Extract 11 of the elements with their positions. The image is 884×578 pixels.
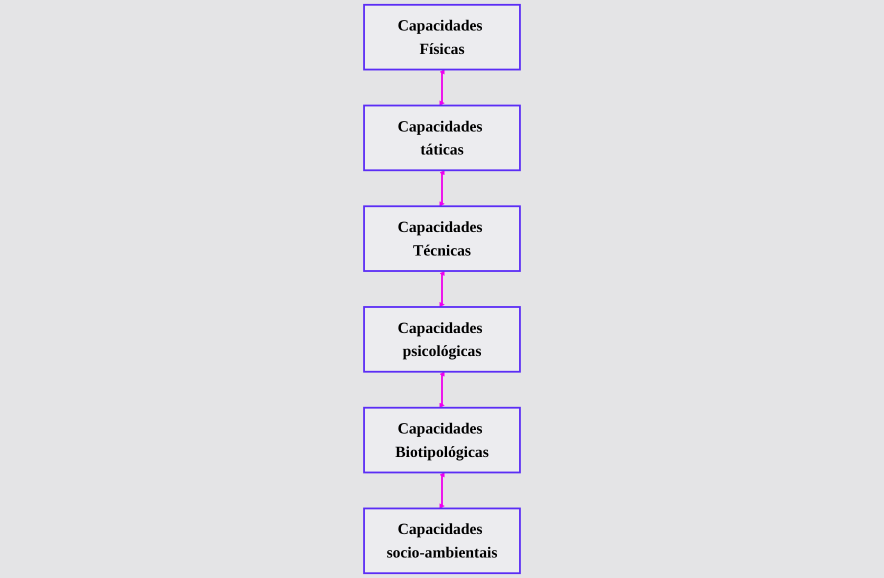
arrow xyxy=(439,170,445,206)
node-box: Capacidades Técnicas xyxy=(363,205,521,272)
arrow xyxy=(439,372,445,408)
node-box: Capacidades táticas xyxy=(363,104,521,172)
arrow xyxy=(439,472,445,509)
node-box: Capacidades Físicas xyxy=(363,4,521,70)
node-box: Capacidades Biotipológicas xyxy=(363,406,521,474)
node-box: Capacidades psicológicas xyxy=(363,306,521,373)
arrow xyxy=(439,70,445,106)
arrow xyxy=(439,271,445,308)
node-box: Capacidades socio-ambientais xyxy=(363,508,521,574)
